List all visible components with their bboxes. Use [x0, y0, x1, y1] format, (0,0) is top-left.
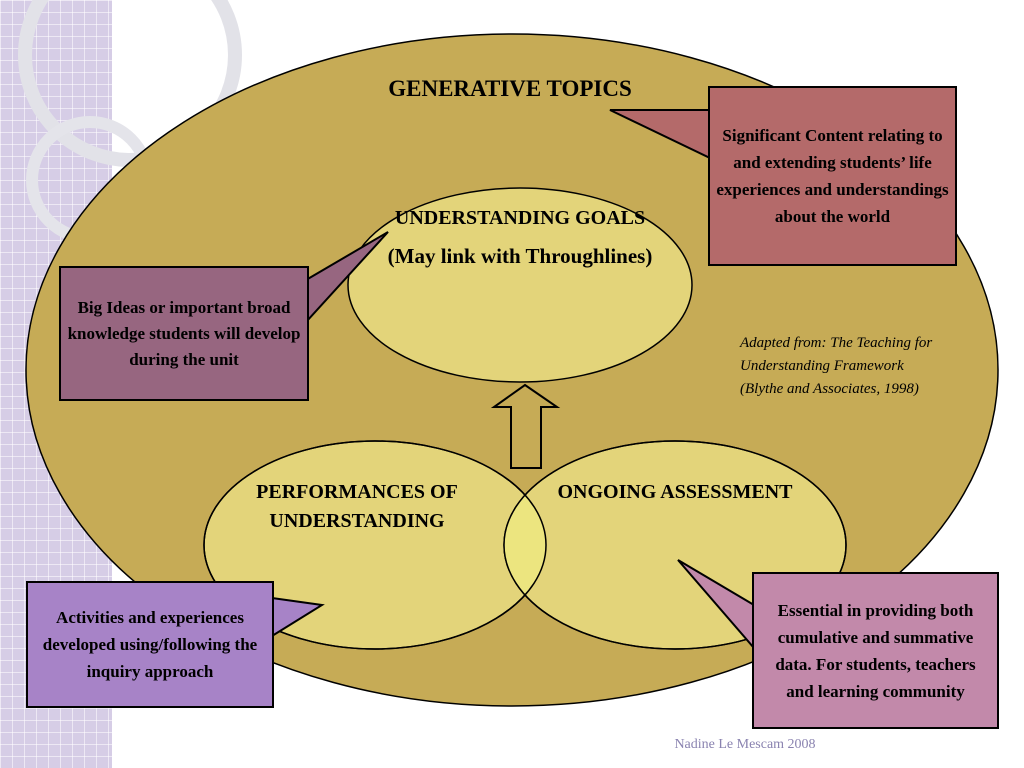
understanding-goals-note: (May link with Throughlines)	[387, 244, 653, 268]
essential-callout-text: Essential in providing both cumulative a…	[775, 600, 976, 701]
performances-outline	[203, 440, 547, 650]
understanding-goals-ellipse	[347, 187, 693, 383]
big-ideas-callout-text: Big Ideas or important broad knowledge s…	[67, 297, 301, 369]
up-arrow-icon	[490, 383, 561, 469]
performances-label: PERFORMANCES OF UNDERSTANDING	[256, 481, 458, 532]
credit-prefix: Adapted from:	[740, 335, 831, 351]
big-ideas-callout: Big Ideas or important broad knowledge s…	[59, 266, 309, 401]
content-callout-text: Significant Content relating to and exte…	[716, 126, 949, 226]
content-callout: Significant Content relating to and exte…	[708, 86, 957, 266]
essential-callout: Essential in providing both cumulative a…	[752, 572, 999, 729]
credit-work: The Teaching for Understanding Framework	[740, 335, 933, 374]
generative-topics-title: GENERATIVE TOPICS	[388, 76, 632, 101]
understanding-goals-label: UNDERSTANDING GOALS (May link with Throu…	[380, 205, 660, 271]
activities-callout-text: Activities and experiences developed usi…	[42, 608, 258, 681]
assessment-label: ONGOING ASSESSMENT	[557, 481, 793, 503]
activities-callout: Activities and experiences developed usi…	[26, 581, 274, 708]
understanding-goals-heading: UNDERSTANDING GOALS	[394, 207, 646, 229]
source-credit: Adapted from: The Teaching for Understan…	[740, 332, 1005, 401]
author-footer: Nadine Le Mescam 2008	[674, 737, 816, 752]
credit-authors: (Blythe and Associates, 1998)	[740, 381, 919, 397]
assessment-outline	[503, 440, 847, 650]
decorative-ring-top	[18, 0, 242, 167]
